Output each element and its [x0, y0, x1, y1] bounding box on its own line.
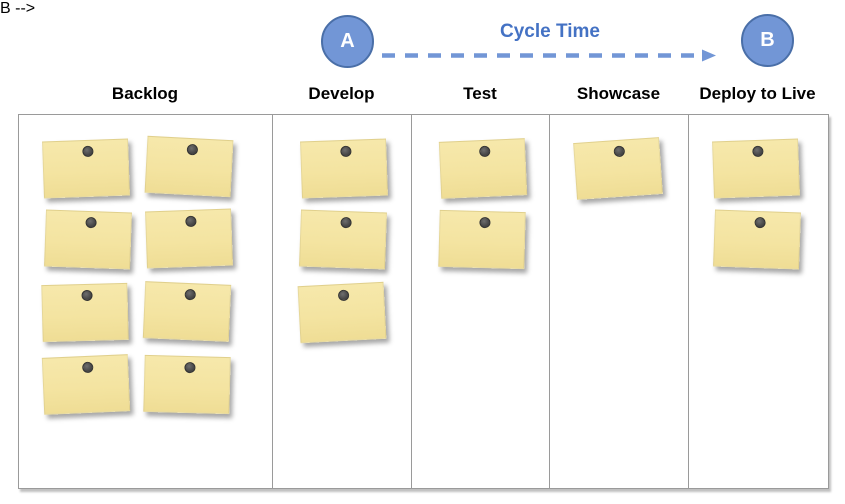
column-backlog — [19, 115, 273, 488]
kanban-board — [18, 114, 829, 489]
pin-icon — [613, 145, 625, 158]
pin-icon — [751, 145, 764, 158]
column-header-test: Test — [463, 84, 497, 103]
sticky-note-backlog[interactable] — [142, 281, 232, 342]
sticky-note-test[interactable] — [438, 209, 526, 270]
pin-icon — [184, 215, 197, 228]
pin-icon — [81, 145, 94, 158]
pin-icon — [478, 145, 491, 158]
pin-icon — [81, 361, 94, 374]
pin-icon — [186, 143, 198, 156]
sticky-note-backlog[interactable] — [41, 282, 129, 343]
sticky-note-backlog[interactable] — [41, 354, 131, 415]
column-develop — [273, 115, 412, 488]
pin-icon — [337, 289, 350, 302]
sticky-note-deploy[interactable] — [713, 209, 801, 270]
column-header-develop: Develop — [308, 84, 375, 103]
sticky-note-deploy[interactable] — [712, 138, 800, 199]
pin-icon — [184, 288, 196, 301]
column-showcase — [550, 115, 689, 488]
pin-icon — [81, 289, 93, 302]
column-deploy-to-live — [689, 115, 828, 488]
column-header-deploy-to-live: Deploy to Live — [699, 84, 816, 103]
flow-marker-b-label: B — [760, 29, 775, 51]
sticky-note-backlog[interactable] — [44, 209, 132, 270]
flow-marker-b: B — [741, 14, 794, 67]
column-headers: Backlog Develop Test Showcase Deploy to … — [18, 84, 827, 104]
sticky-note-showcase[interactable] — [573, 137, 663, 200]
cycle-time-label: Cycle Time — [500, 21, 600, 42]
sticky-note-develop[interactable] — [297, 281, 387, 344]
sticky-note-develop[interactable] — [300, 138, 388, 199]
sticky-note-backlog[interactable] — [42, 138, 130, 199]
pin-icon — [478, 216, 491, 229]
pin-icon — [183, 361, 196, 374]
sticky-note-backlog[interactable] — [144, 135, 234, 198]
pin-icon — [754, 216, 766, 229]
pin-icon — [85, 216, 97, 229]
sticky-note-backlog[interactable] — [145, 208, 233, 269]
pin-icon — [340, 216, 352, 229]
column-header-backlog: Backlog — [111, 84, 179, 103]
sticky-note-test[interactable] — [438, 138, 528, 199]
column-header-showcase: Showcase — [576, 84, 661, 103]
column-test — [412, 115, 550, 488]
cycle-time-arrow-icon — [382, 49, 716, 62]
flow-marker-a: A — [321, 15, 374, 68]
flow-marker-a-label: A — [340, 30, 355, 52]
sticky-note-backlog[interactable] — [143, 354, 231, 415]
pin-icon — [339, 145, 352, 158]
sticky-note-develop[interactable] — [299, 209, 387, 270]
